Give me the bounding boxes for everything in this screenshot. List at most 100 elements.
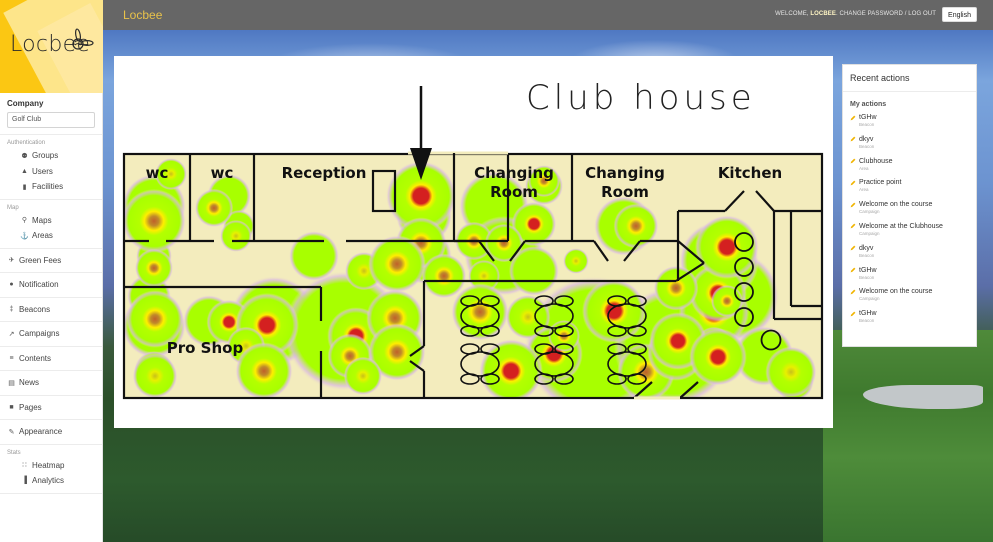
sidebar-item-analytics[interactable]: ▐ Analytics [0,473,102,489]
user-icon: ▲ [21,167,28,175]
section-authentication: Authentication ⚉ Groups ▲ Users ▮ Facili… [0,135,102,200]
pencil-icon [850,158,856,164]
pencil-icon [850,180,856,186]
action-type: Area [859,187,869,193]
sidebar-item-label: Beacons [19,304,51,314]
action-item-1[interactable]: dkyv Beacon [843,134,976,156]
sidebar-item-notification[interactable]: ● Notification [0,273,102,298]
separator: / [904,11,907,17]
heat-spot [765,346,817,398]
section-title: Map [7,204,19,211]
action-type: Beacon [859,318,875,324]
brand-link[interactable]: Locbee [123,8,163,22]
user-menu: WELCOME, LOCBEE. CHANGE PASSWORD / LOG O… [775,11,936,17]
sidebar-item-maps[interactable]: ⚲ Maps [0,213,102,229]
sidebar-item-pages[interactable]: ■ Pages [0,396,102,420]
action-type: Campaign [859,230,880,236]
recent-actions-panel: Recent actions My actions tGHw Beacon dk… [842,64,977,347]
heat-spot [421,253,467,299]
sidebar-item-appearance[interactable]: ✎ Appearance [0,420,102,445]
heat-spot [484,223,524,263]
change-password-link[interactable]: CHANGE PASSWORD [839,11,903,17]
my-actions-title: My actions [850,101,887,108]
logo[interactable]: Locbee [0,0,103,93]
recent-actions-title: Recent actions [843,65,976,92]
heat-spot [220,220,252,252]
bluetooth-icon: ‡ [9,305,14,313]
room-label-reception: Reception [282,164,367,182]
sidebar-item-news[interactable]: ▤ News [0,371,102,396]
table-group [534,295,574,337]
newspaper-icon: ▤ [8,379,15,387]
sidebar-item-label: Groups [32,151,59,161]
action-item-7[interactable]: tGHw Beacon [843,265,976,287]
action-name: Welcome on the course [859,201,933,209]
logo-text: Locbee [10,32,91,57]
action-item-6[interactable]: dkyv Beacon [843,243,976,265]
heat-spot [695,215,759,279]
sidebar-item-label: Analytics [32,476,65,486]
sidebar-item-contents[interactable]: ≡ Contents [0,347,102,371]
language-button[interactable]: English [942,7,977,22]
table-group [607,343,647,385]
heat-spot [511,201,557,247]
sidebar-item-beacons[interactable]: ‡ Beacons [0,298,102,322]
action-item-8[interactable]: Welcome on the course Campaign [843,286,976,308]
stools [734,232,782,351]
sidebar-item-label: Maps [32,215,52,225]
heat-spot [155,158,187,190]
action-type: Beacon [859,252,875,258]
pencil-icon [850,136,856,142]
table-group [607,295,647,337]
groups-icon: ⚉ [21,152,28,160]
top-bar: Locbee WELCOME, LOCBEE. CHANGE PASSWORD … [103,0,993,30]
sidebar-item-campaigns[interactable]: ↗ Campaigns [0,322,102,347]
heat-spot [711,285,743,317]
sidebar-item-label: Appearance [19,427,63,437]
action-item-4[interactable]: Welcome on the course Campaign [843,199,976,221]
heat-spot [126,290,184,348]
sidebar-item-users[interactable]: ▲ Users [0,164,102,180]
sidebar-item-groups[interactable]: ⚉ Groups [0,148,102,164]
company-select[interactable]: Golf Club [7,112,95,128]
action-item-5[interactable]: Welcome at the Clubhouse Campaign [843,221,976,243]
heat-spot [563,248,589,274]
sidebar-item-facilities[interactable]: ▮ Facilities [0,179,102,195]
sidebar-item-heatmap[interactable]: ∷ Heatmap [0,458,102,474]
pencil-icon [850,202,856,208]
sidebar-item-green-fees[interactable]: ✈ Green Fees [0,249,102,273]
heat-spot [613,203,659,249]
heat-spot [689,328,747,386]
heat-spot [235,342,293,398]
company-label: Company [7,99,44,108]
action-item-3[interactable]: Practice point Area [843,177,976,199]
pencil-icon [850,115,856,120]
heat-spot [451,283,509,341]
file-icon: ■ [9,403,14,411]
section-stats: Stats ∷ Heatmap ▐ Analytics [0,445,102,494]
plane-icon: ✈ [8,257,15,265]
action-type: Area [859,165,869,171]
heat-spot [134,248,174,288]
action-type: Campaign [859,296,880,302]
action-item-2[interactable]: Clubhouse Area [843,156,976,178]
sidebar-item-label: Green Fees [19,255,62,265]
action-type: Beacon [859,143,875,149]
sidebar-item-label: Contents [19,353,52,363]
action-item-9[interactable]: tGHw Beacon [843,308,976,330]
logout-link[interactable]: LOG OUT [908,11,936,17]
map-marker-icon: ⚲ [21,217,28,225]
action-name: Clubhouse [859,157,893,165]
pin-icon: ⚓ [20,232,29,240]
action-name: Welcome at the Clubhouse [859,222,943,230]
room-label-wc: wc [211,164,234,182]
username: LOCBEE [810,11,836,17]
pencil-icon [850,224,856,229]
action-item-0[interactable]: tGHw Beacon [843,112,976,134]
pencil-icon [850,311,856,317]
sidebar-item-areas[interactable]: ⚓ Areas [0,228,102,244]
heat-spot [368,323,426,381]
